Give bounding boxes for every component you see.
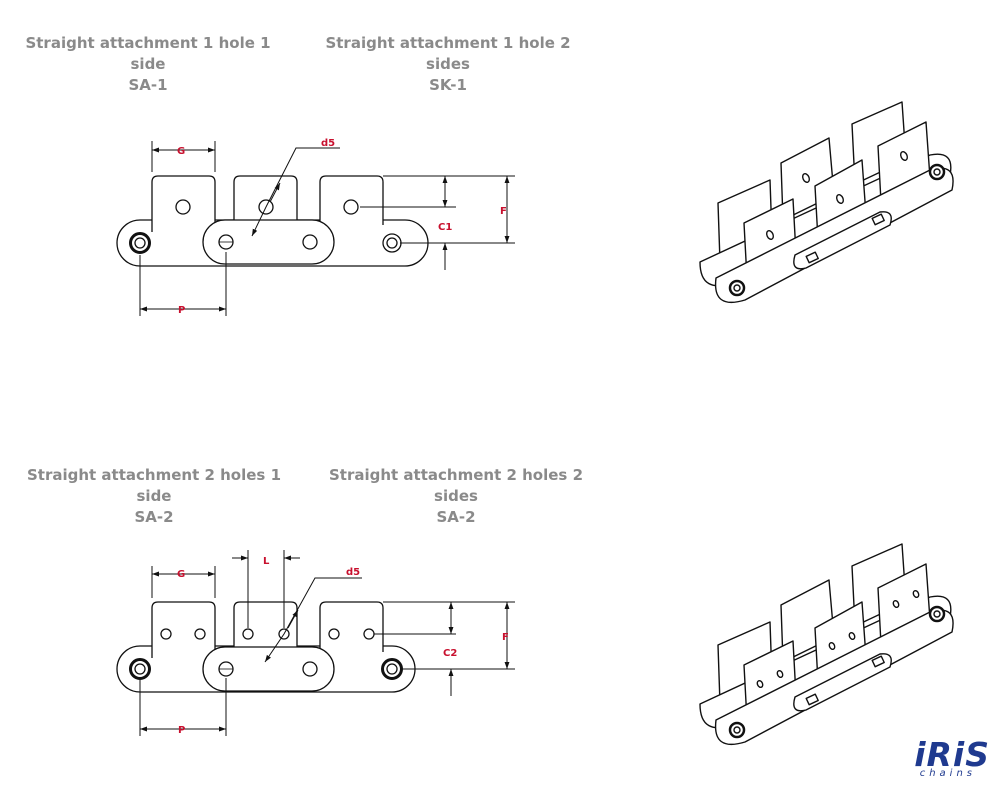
pin-bushing (302, 234, 318, 250)
attachment-tab-2 (233, 601, 298, 652)
tab-hole (242, 628, 254, 640)
pin-outer (381, 658, 403, 680)
dim-d5-label: d5 (321, 138, 335, 149)
caption-sa2-code: SA-2 (134, 508, 174, 526)
pin-outer (129, 232, 151, 254)
caption-sa1-title: Straight attachment 1 hole 1 side (25, 34, 271, 73)
dimensions-sa1 (139, 141, 515, 316)
caption-sa1: Straight attachment 1 hole 1 side SA-1 (18, 33, 278, 96)
inner-link-bottom (202, 646, 335, 692)
caption-sa2b: Straight attachment 2 holes 2 sides SA-2 (313, 465, 599, 528)
caption-sa2b-code: SA-2 (436, 508, 476, 526)
dim-l-label: L (263, 556, 270, 567)
caption-sa2: Straight attachment 2 holes 1 side SA-2 (18, 465, 290, 528)
dimension-labels-sa2: G L d5 C2 F P (177, 556, 509, 736)
dim-g-label: G (177, 569, 185, 580)
caption-sk1: Straight attachment 1 hole 2 sides SK-1 (313, 33, 583, 96)
dimension-labels-sa1: G d5 C1 F P (177, 138, 507, 316)
tab-hole (160, 628, 172, 640)
front-inner-link (793, 653, 892, 712)
inner-link-top (202, 219, 335, 265)
chain-drawing-sa1 (116, 175, 429, 267)
pin-outer (134, 237, 146, 249)
caption-sk1-code: SK-1 (429, 76, 467, 94)
pin-outer (134, 663, 146, 675)
dim-p-label: P (178, 725, 185, 736)
logo-wordmark: iRiS (914, 735, 990, 774)
tab-hole (328, 628, 340, 640)
dim-g-label: G (177, 146, 185, 157)
tab-hole (194, 628, 206, 640)
dim-d5-label: d5 (346, 567, 360, 578)
front-inner-link (793, 211, 892, 270)
dim-f-label: F (500, 206, 507, 217)
tab-hole (258, 199, 274, 215)
pin-bushing (302, 661, 318, 677)
attachment-tab-3 (319, 601, 384, 652)
tab-hole (278, 628, 290, 640)
chain-isometric-sa2 (699, 543, 954, 746)
caption-sa1-code: SA-1 (128, 76, 168, 94)
dimensions-sa2 (139, 550, 515, 736)
iris-chains-logo: iRiS chains (890, 735, 990, 780)
attachment-tab-1 (151, 175, 216, 232)
pin-outer (129, 658, 151, 680)
tab-hole (175, 199, 191, 215)
logo-subtitle: chains (919, 768, 976, 779)
attachment-tab-1 (151, 601, 216, 658)
pin-outer (386, 237, 398, 249)
dim-c1-label: C1 (438, 222, 452, 233)
caption-sa2b-title: Straight attachment 2 holes 2 sides (328, 466, 584, 505)
dim-f-label: F (502, 632, 509, 643)
chain-isometric-sk1 (699, 101, 954, 304)
dim-p-label: P (178, 305, 185, 316)
caption-sa2-title: Straight attachment 2 holes 1 side (26, 466, 282, 505)
tab-hole (343, 199, 359, 215)
chain-drawing-sa2 (116, 601, 416, 693)
dim-c2-label: C2 (443, 648, 457, 659)
caption-sk1-title: Straight attachment 1 hole 2 sides (325, 34, 571, 73)
pin-outer (386, 663, 398, 675)
